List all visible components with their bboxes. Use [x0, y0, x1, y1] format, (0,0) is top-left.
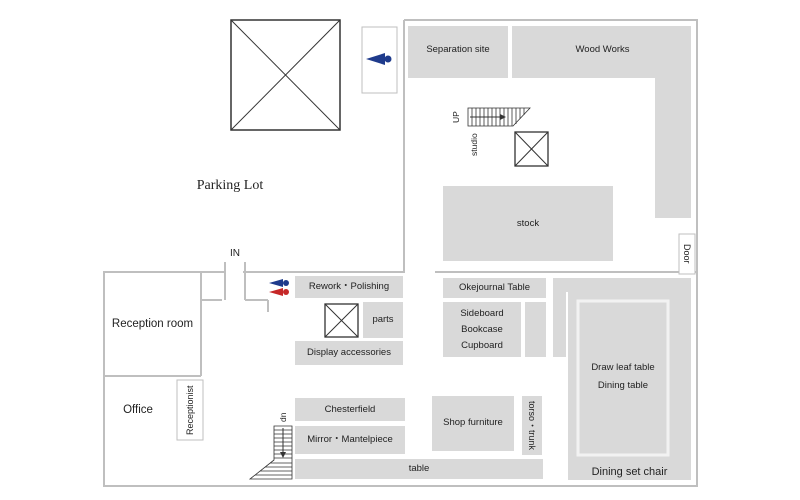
bookcase-label: Bookcase [461, 324, 503, 335]
dining-set-chair-label: Dining set chair [591, 466, 668, 478]
parking-restroom-box [361, 26, 398, 94]
mirror-mantelpiece-label: Mirror・Mantelpiece [307, 434, 393, 445]
studio-label: studio [469, 133, 479, 157]
up-stairs-icon [467, 107, 531, 127]
entrance-in-label: IN [230, 248, 240, 259]
okejournal-block [443, 278, 546, 298]
door-box [678, 233, 696, 275]
building-walls [103, 19, 698, 487]
display-accessories-label: Display accessories [307, 347, 391, 358]
parking-restroom-icon [366, 53, 392, 65]
draw-leaf-table-block [576, 299, 670, 457]
mirror-block [295, 426, 405, 454]
chesterfield-label: Chesterfield [324, 404, 376, 415]
draw-leaf-table-label: Draw leaf table [591, 362, 655, 373]
rework-block [295, 276, 403, 298]
office-label: Office [123, 404, 153, 416]
dn-label: dn [278, 412, 288, 422]
table-block [295, 459, 543, 479]
up-label: UP [451, 111, 461, 123]
torso-trunk-label: torso・trunk [527, 401, 537, 451]
reception-room-label: Reception room [111, 318, 194, 330]
parking-elevator-x-icon [230, 19, 341, 131]
sideboard-label: Sideboard [460, 308, 504, 319]
display-block [295, 341, 403, 365]
okejournal-side-block [525, 302, 546, 357]
down-stairs-icon [248, 425, 293, 480]
parking-lot-label: Parking Lot [196, 178, 264, 193]
sideboard-block [443, 302, 521, 357]
reception-restroom-icon [269, 279, 289, 296]
torso-trunk-block [522, 396, 542, 455]
cupboard-label: Cupboard [461, 340, 503, 351]
receptionist-label: Receptionist [185, 385, 195, 435]
door-label: Door [682, 244, 692, 264]
stock-block [443, 186, 613, 261]
parts-elevator-x-icon [324, 303, 359, 338]
stock-label: stock [516, 218, 540, 229]
rework-polishing-label: Rework・Polishing [308, 281, 390, 292]
chesterfield-block [295, 398, 405, 421]
separation-site-label: Separation site [426, 44, 490, 55]
separation-site-block [408, 26, 508, 78]
table-label: table [408, 463, 430, 474]
receptionist-box [176, 379, 204, 441]
wood-works-block [512, 26, 691, 218]
studio-elevator-x-icon [514, 131, 549, 167]
parts-label: parts [372, 314, 394, 325]
shop-furniture-block [432, 396, 514, 451]
parts-block [363, 302, 403, 338]
shop-furniture-label: Shop furniture [443, 417, 503, 428]
okejournal-table-label: Okejournal Table [458, 282, 531, 293]
dining-table-label: Dining table [597, 380, 649, 391]
wood-works-label: Wood Works [575, 44, 630, 55]
